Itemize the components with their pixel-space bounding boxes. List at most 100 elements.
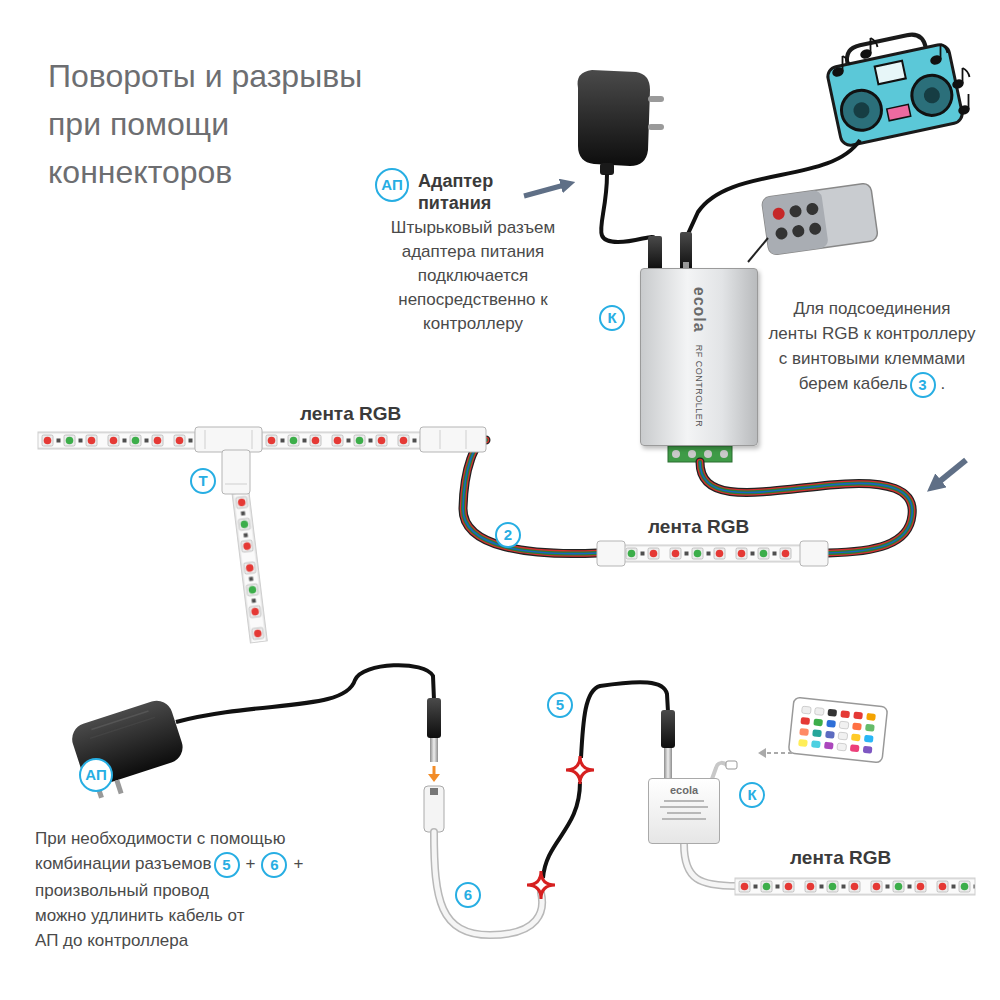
ir-remote (853, 712, 863, 720)
callout-number: 3 (910, 372, 936, 398)
cut-mark (566, 756, 594, 784)
power-adapter (578, 70, 664, 175)
ir-remote (802, 706, 812, 714)
strip-connector (800, 541, 828, 566)
boombox (875, 61, 906, 84)
part-label: лента RGB (300, 402, 401, 426)
ir-remote (852, 723, 862, 731)
led-strip (735, 878, 975, 895)
controller-box: ecola (648, 778, 720, 844)
white-cable (684, 844, 737, 886)
t-connector (195, 427, 262, 494)
boombox (908, 72, 955, 119)
rf-remote (775, 227, 789, 241)
rgb-cable (700, 462, 912, 553)
screw-terminal (720, 450, 728, 458)
rgb-cable (700, 462, 912, 553)
ir-remote (814, 707, 824, 715)
power-adapter (114, 779, 123, 794)
led-strip (232, 492, 267, 643)
note-text: произвольный провод можно удлинить кабел… (35, 878, 247, 953)
boombox (826, 43, 964, 147)
dc-plug (427, 698, 441, 738)
rf-remote (792, 224, 806, 238)
rgb-cable (700, 462, 912, 553)
music-notes (832, 56, 849, 77)
t-connector (222, 450, 250, 494)
callout-text: 6 (270, 854, 278, 876)
rgb-cable (700, 462, 912, 553)
heading-text: Адаптер питания (418, 170, 533, 214)
music-notes (958, 94, 970, 115)
dc-plug (664, 748, 672, 779)
dc-socket (430, 788, 438, 795)
ir-remote (827, 709, 837, 717)
ir-remote (799, 728, 809, 736)
music-notes (842, 56, 844, 71)
ir-remote (850, 744, 860, 752)
punctuation: . (941, 374, 946, 393)
ir-receiver (712, 761, 737, 779)
brand-logo: ecola (690, 287, 708, 333)
boombox (838, 87, 885, 134)
rgb-cable (463, 440, 598, 554)
ir-remote (788, 697, 887, 763)
rgb-cable (463, 440, 598, 554)
screw-terminal (688, 450, 696, 458)
remote-antenna (748, 238, 768, 262)
rf-remote (806, 202, 820, 216)
power-adapter (648, 124, 664, 130)
power-adapter (648, 96, 664, 102)
ir-remote (866, 713, 876, 721)
rgb-cable (700, 462, 912, 553)
dc-socket (424, 786, 444, 832)
rf-remote (761, 183, 878, 256)
callout-text: 2 (504, 524, 512, 546)
ir-remote (865, 724, 875, 732)
callout-number: АП (79, 758, 113, 792)
music-notes (870, 38, 872, 53)
white-cable (434, 832, 542, 935)
part-label: лента RGB (648, 515, 749, 539)
ir-remote (826, 720, 836, 728)
remote-arrow (758, 748, 792, 758)
ir-remote (813, 718, 823, 726)
callout-number: К (739, 782, 765, 808)
screw-terminal (672, 450, 680, 458)
callout-number: Т (190, 468, 216, 494)
boombox (823, 27, 964, 147)
white-cable (684, 844, 737, 886)
strip-connector (466, 430, 467, 449)
rf-remote (789, 205, 803, 219)
ir-remote (798, 739, 808, 747)
callout-text: 5 (556, 694, 564, 716)
power-adapter (68, 697, 191, 803)
plus-sign: + (293, 854, 303, 873)
dc-socket (424, 786, 444, 832)
screw-terminal (704, 450, 712, 458)
led-strip (262, 432, 422, 449)
dc-plug (661, 710, 675, 779)
ir-remote (824, 742, 834, 750)
callout-number: 2 (495, 522, 521, 548)
adapter-cable (176, 665, 434, 722)
callout-text: 5 (222, 854, 230, 876)
strip-connector (440, 430, 441, 449)
led-strip (600, 545, 826, 562)
music-notes (871, 38, 878, 47)
adapter-cable (601, 174, 655, 242)
ir-remote (864, 735, 874, 743)
ir-remote (837, 743, 847, 751)
ir-remote (788, 697, 887, 763)
music-notes (968, 94, 970, 109)
callout-number: АП (375, 168, 409, 202)
dc-plug (427, 698, 441, 762)
music-notes (832, 38, 970, 115)
callout-text: К (607, 307, 616, 329)
t-connector (205, 430, 206, 449)
power-adapter (91, 711, 148, 730)
ir-remote (863, 746, 873, 754)
music-notes (963, 68, 970, 77)
rgb-cable (463, 440, 598, 554)
